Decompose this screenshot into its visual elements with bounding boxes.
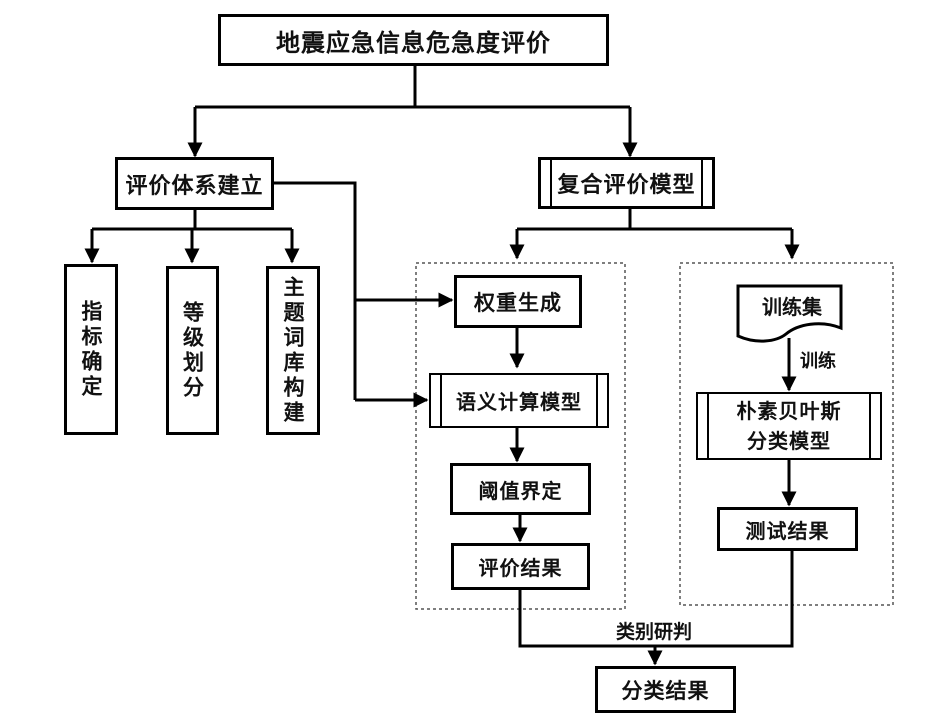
test-result-text: 测试结果 — [745, 518, 830, 543]
weight-box: 权重生成 — [454, 275, 582, 328]
bayes-group-frame — [679, 262, 894, 606]
semantic-model-text: 语义计算模型 — [456, 390, 582, 414]
threshold-box: 阈值界定 — [450, 463, 591, 515]
training-set-text: 训练集 — [762, 295, 822, 319]
final-result-text: 分类结果 — [621, 678, 710, 703]
judge-label: 类别研判 — [616, 621, 693, 643]
threshold-text: 阈值界定 — [478, 478, 563, 503]
eval-result-box: 评价结果 — [451, 543, 590, 590]
final-result-box: 分类结果 — [595, 666, 736, 713]
composite-model-text: 复合评价模型 — [557, 173, 696, 198]
sub-item-thesaurus: 主题词库构建 — [266, 266, 320, 435]
system-build-text: 评价体系建立 — [125, 173, 264, 199]
semantic-model-box: 语义计算模型 — [429, 373, 609, 428]
eval-result-text: 评价结果 — [478, 556, 563, 580]
weight-text: 权重生成 — [474, 290, 562, 315]
system-build-box: 评价体系建立 — [115, 157, 274, 210]
bayes-line1-text: 朴素贝叶斯 — [736, 399, 842, 423]
title-box: 地震应急信息危急度评价 — [218, 14, 609, 66]
sub-item-indicator: 指标确定 — [64, 264, 118, 435]
sub-item-grade-text: 等级划分 — [180, 300, 205, 401]
bayes-line2-text: 分类模型 — [747, 429, 831, 453]
test-result-box: 测试结果 — [717, 507, 858, 551]
sub-item-thesaurus-text: 主题词库构建 — [281, 275, 305, 426]
sub-item-indicator-text: 指标确定 — [79, 299, 103, 400]
composite-model-box: 复合评价模型 — [538, 157, 715, 209]
training-set-document-shape — [736, 284, 843, 343]
train-label: 训练 — [800, 351, 836, 372]
bayes-model-box: 朴素贝叶斯 分类模型 — [696, 392, 882, 460]
sub-item-grade: 等级划分 — [166, 266, 219, 435]
semantic-group-frame — [415, 262, 626, 610]
title-text: 地震应急信息危急度评价 — [276, 28, 551, 57]
